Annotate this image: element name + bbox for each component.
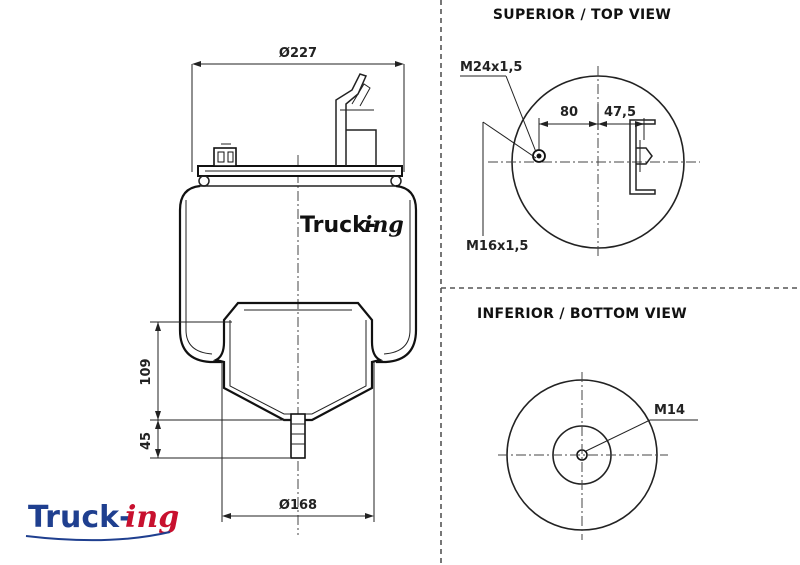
brand-logo: Truck- ing <box>25 500 179 542</box>
dim-45-label: 45 <box>139 432 154 450</box>
top-view-header: SUPERIOR / TOP VIEW <box>493 7 671 23</box>
bellows-right <box>376 184 418 364</box>
m16-label: M16x1,5 <box>466 239 528 254</box>
dim-47-arrow-left <box>598 121 607 127</box>
top-dim-arrow-right <box>395 61 404 67</box>
bellows-left <box>178 184 222 364</box>
logo-swoosh <box>25 531 171 542</box>
body-logo-main: Truck- <box>300 213 376 238</box>
bottom-stud <box>290 413 306 459</box>
bottom-view: INFERIOR / BOTTOM VIEW M14 <box>477 306 698 540</box>
dim-109-arrow-top <box>155 322 161 331</box>
top-view: SUPERIOR / TOP VIEW 80 47,5 M24x1,5 M16x… <box>460 7 700 256</box>
m24-label: M24x1,5 <box>460 60 522 75</box>
dim-80-arrow-right <box>589 121 598 127</box>
m24-leader <box>505 75 537 153</box>
body-logo-suffix: ing <box>364 212 404 238</box>
bracket-tab <box>351 83 371 107</box>
top-bead-right <box>390 175 402 187</box>
bottom-dim-arrow-left <box>222 513 231 519</box>
dim-80-arrow-left <box>539 121 548 127</box>
bottom-dim-arrow-right <box>365 513 374 519</box>
bottom-view-header: INFERIOR / BOTTOM VIEW <box>477 306 687 322</box>
dim-109-arrow-bottom <box>155 411 161 420</box>
bracket-left-arm <box>335 73 368 166</box>
air-fitting-detail-2 <box>227 151 234 163</box>
dim-45-arrow-bottom <box>155 449 161 458</box>
top-bracket <box>629 119 656 195</box>
logo-suffix-text: ing <box>125 500 179 535</box>
top-dim-arrow-left <box>192 61 201 67</box>
side-view: Ø227 Truck- ing <box>139 46 418 535</box>
air-fitting-detail <box>217 151 225 163</box>
m14-leader <box>585 419 651 452</box>
bellows-right-inner <box>383 200 411 355</box>
dim-80-label: 80 <box>560 105 578 120</box>
dim-109-label: 109 <box>139 358 154 385</box>
bracket-body <box>346 129 377 166</box>
bottom-diameter-label: Ø168 <box>279 498 317 513</box>
dim-45-arrow-top <box>155 420 161 429</box>
top-bracket-nut <box>636 147 653 165</box>
m16-leader <box>482 121 537 159</box>
bellows-left-inner <box>185 200 213 355</box>
m14-label: M14 <box>654 403 685 418</box>
dim-47-arrow-right <box>635 121 644 127</box>
piston-outline <box>212 301 384 422</box>
air-inlet-center <box>536 153 542 159</box>
dim-47-5-label: 47,5 <box>604 105 636 120</box>
logo-main-text: Truck- <box>28 500 132 535</box>
top-bead-left <box>198 175 210 187</box>
top-diameter-label: Ø227 <box>279 46 317 61</box>
